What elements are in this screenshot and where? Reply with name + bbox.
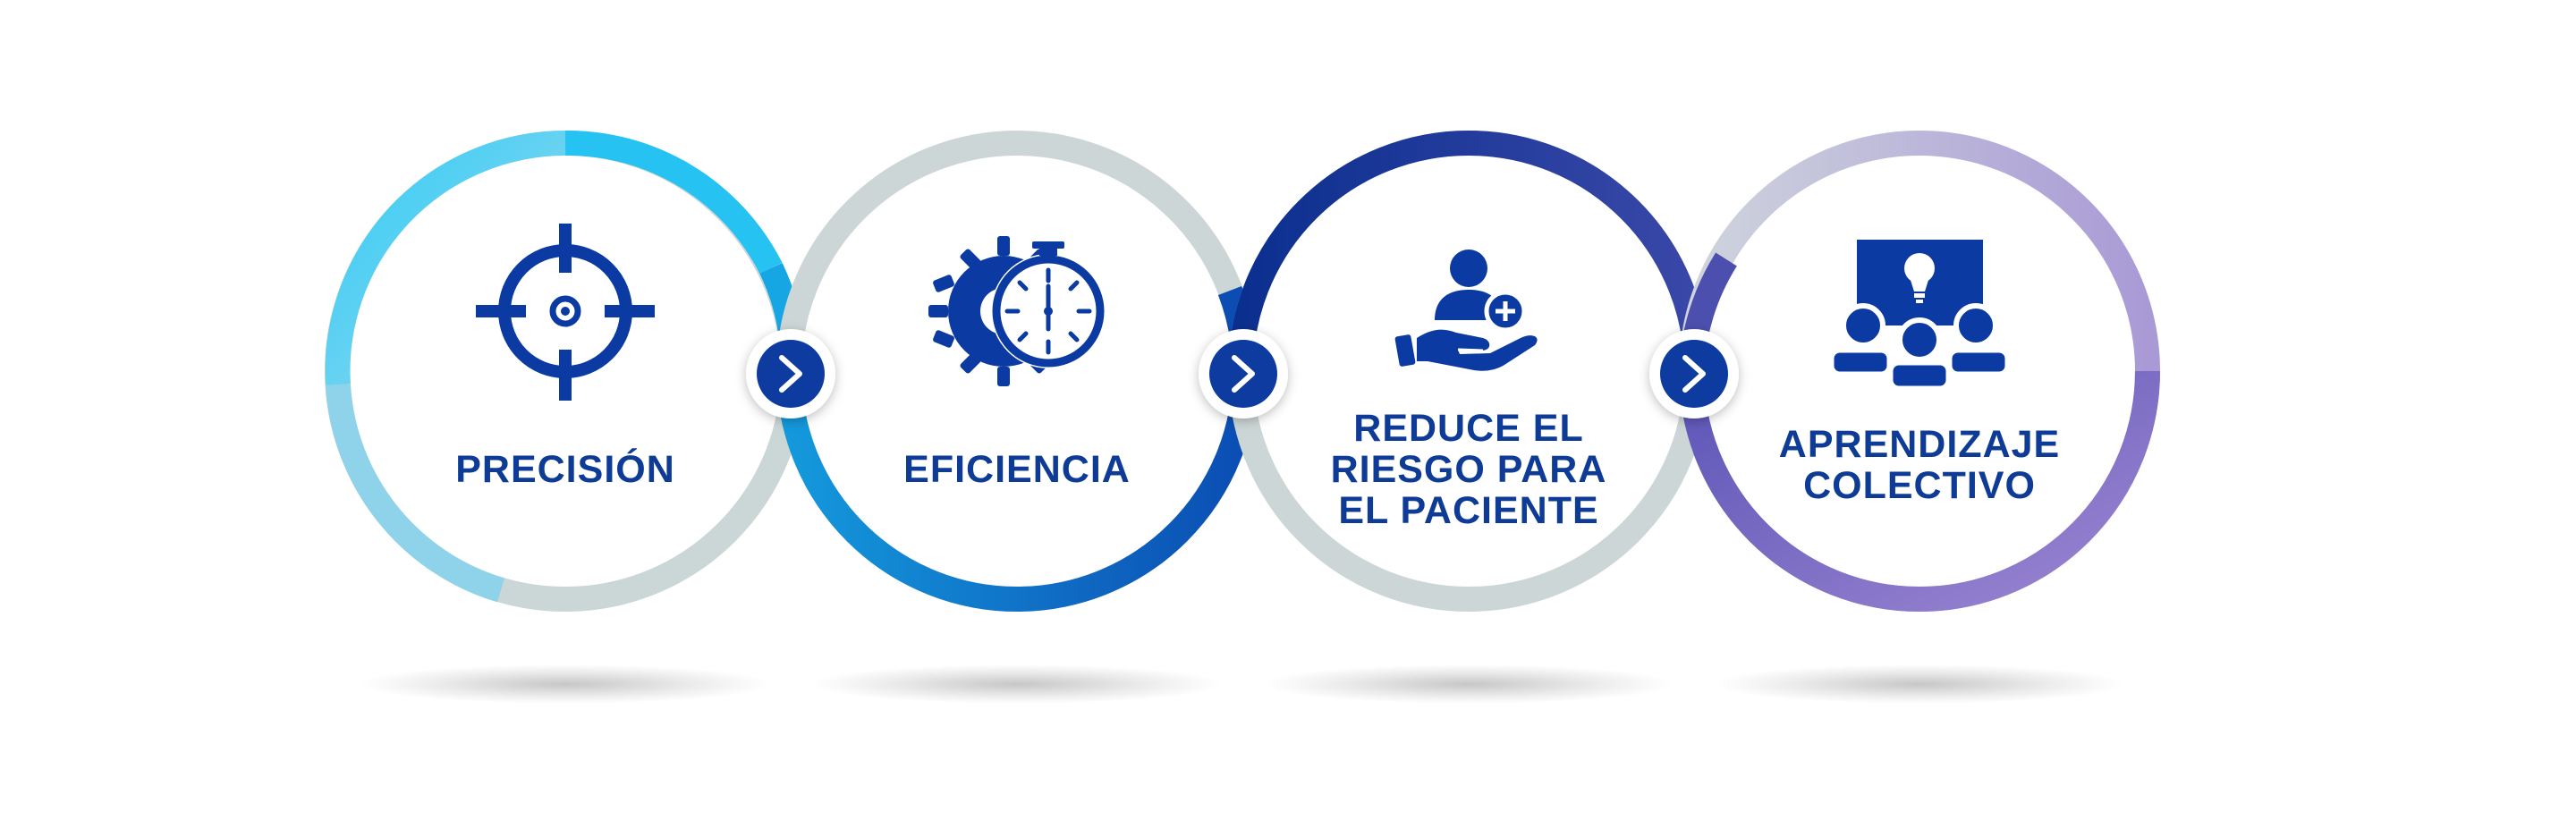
- step-label-line: RIESGO PARA: [1330, 448, 1607, 491]
- step-label-riesgo: REDUCE EL RIESGO PARA EL PACIENTE: [1281, 408, 1657, 531]
- crosshair-target-icon: [476, 224, 655, 401]
- chevron-right-icon: [1682, 355, 1706, 393]
- step-label-line: REDUCE EL: [1353, 407, 1584, 450]
- group-lightbulb-board-icon: [1829, 240, 2010, 391]
- step-label-line: EL PACIENTE: [1338, 489, 1599, 532]
- connector-button[interactable]: [1649, 329, 1739, 418]
- floor-shadows: [360, 664, 2125, 704]
- step-label-line: APRENDIZAJE: [1778, 423, 2061, 466]
- chevron-right-icon: [779, 355, 802, 393]
- floor-shadow: [360, 664, 771, 704]
- gear-stopwatch-icon: [928, 236, 1106, 386]
- step-label-line: EFICIENCIA: [903, 448, 1131, 491]
- step-circle-eficiencia: [776, 131, 1258, 612]
- hand-person-plus-icon: [1394, 249, 1538, 371]
- step-label-precision: PRECISIÓN: [377, 449, 753, 490]
- floor-shadow: [811, 664, 1223, 704]
- step-label-aprendizaje: APRENDIZAJE COLECTIVO: [1732, 424, 2107, 506]
- floor-shadow: [1714, 664, 2125, 704]
- connector-button[interactable]: [1199, 329, 1288, 418]
- chevron-right-icon: [1232, 355, 1255, 393]
- floor-shadow: [1263, 664, 1674, 704]
- step-label-line: COLECTIVO: [1803, 464, 2036, 507]
- step-label-eficiencia: EFICIENCIA: [829, 449, 1205, 490]
- step-label-line: PRECISIÓN: [455, 448, 675, 491]
- connector-button[interactable]: [746, 329, 835, 418]
